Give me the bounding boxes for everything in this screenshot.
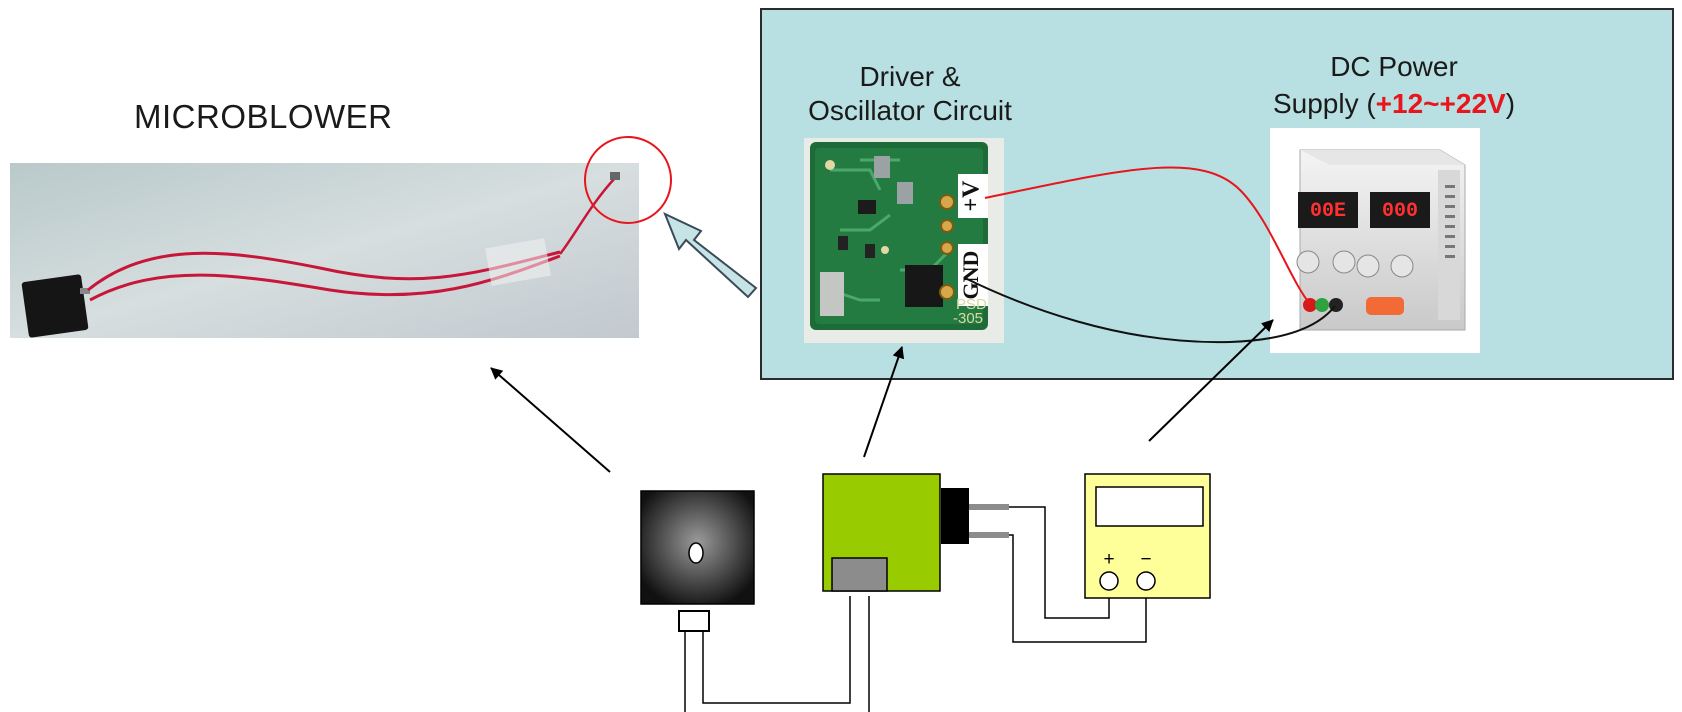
pin [940,219,954,233]
via [881,246,889,254]
psu-knob [1356,254,1380,278]
schematic-driver [822,473,969,592]
dc-label-line2: Supply (+12~+22V) [1224,85,1564,122]
psu-display-left [1298,192,1358,228]
dc-label-prefix: Supply ( [1272,88,1376,119]
psu-knob [1296,250,1320,274]
microblower-photo [10,136,672,338]
pin-gnd [939,284,955,300]
psu-knob [1390,254,1414,278]
smd-component [838,236,848,250]
blower-outlet [688,542,704,564]
pin-v-label: +V [959,180,985,212]
psu-photo: 00E 000 [1270,128,1480,353]
blower-connector [678,610,710,632]
psu-display-right [1370,192,1430,228]
dc-voltage-range: +12~+22V [1375,88,1506,119]
part-label-bottom: -305 [953,310,983,327]
driver-label-line1: Driver & [859,61,961,92]
driver-label-line2: Oscillator Circuit [808,95,1012,126]
pin [940,241,954,255]
minus-label: − [1140,549,1151,570]
blower-leads [684,596,870,712]
dc-power-supply-label: DC Power Supply (+12~+22V) [1224,48,1564,122]
gnd-sticker [958,244,988,306]
psu-power-switch [1366,297,1404,315]
v-wire [984,166,1311,305]
pin-gnd-label: GND [958,251,983,300]
smd-component [874,156,890,178]
psu-display-left-value: 00E [1310,200,1346,223]
wire-end-highlight-circle [584,136,672,224]
microblower-title: MICROBLOWER [134,98,393,135]
ic-chip [905,265,943,307]
wire-tip [610,172,620,180]
v-sticker [958,174,988,218]
power-leads [969,504,1147,643]
dc-label-line1: DC Power [1330,51,1458,82]
schematic-blower [640,490,755,632]
driver-jack [941,488,969,544]
arrow-to-driver [863,346,905,458]
psu-terminal-green [1315,298,1329,312]
supply-terminal-plus [1099,571,1119,591]
block-arrow [663,212,758,299]
dc-label-suffix: ) [1505,88,1516,119]
arrow-to-psu [1148,319,1274,442]
supply-terminal-minus [1136,571,1156,591]
plus-label: + [1103,549,1114,570]
smd-component [897,182,913,204]
psu-terminal-red [1303,298,1317,312]
via [825,160,835,170]
part-label-top: PSD [956,296,987,313]
transistor [858,200,876,214]
smd-component [865,244,875,258]
psu-knob [1332,250,1356,274]
microblower-device [21,274,90,338]
pin-v [939,194,955,210]
connector [820,272,844,316]
driver-board-photo: +V GND PSD -305 [804,138,1004,343]
schematic-power-supply: + − [1084,473,1211,599]
psu-vents [1445,185,1455,258]
tape-piece [485,238,551,286]
arrow-to-microblower [490,367,611,473]
psu-display-right-value: 000 [1382,200,1418,223]
gnd-wire [964,277,1336,344]
supply-display [1095,486,1204,527]
driver-header [831,557,888,592]
driver-circuit-label: Driver & Oscillator Circuit [760,60,1060,128]
